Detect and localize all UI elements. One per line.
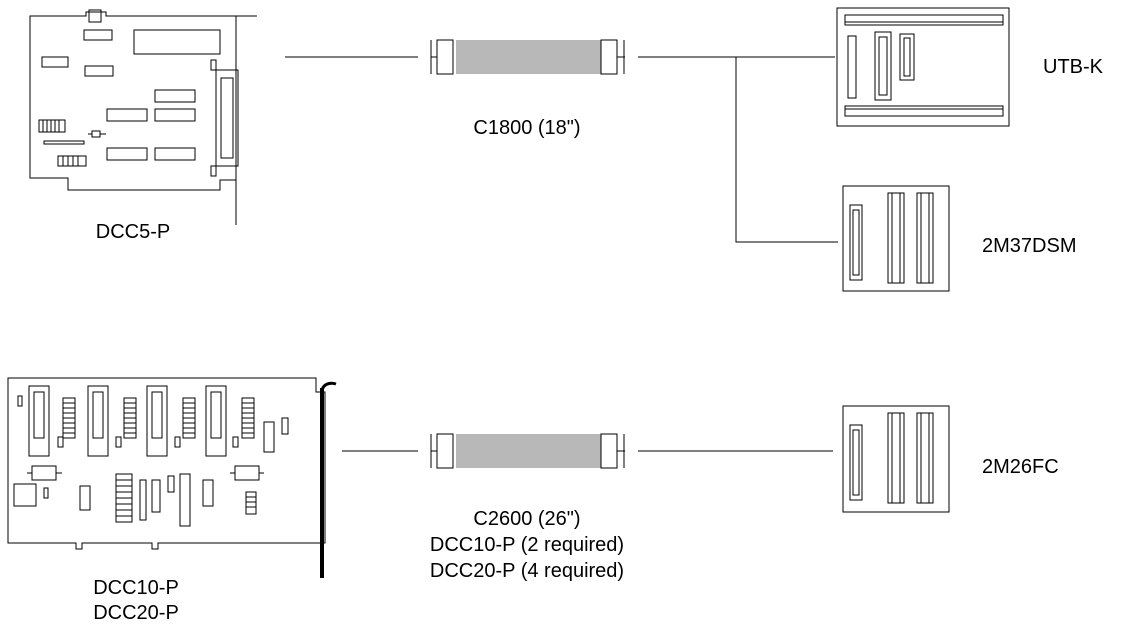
dcc20-p-label: DCC20-P [93, 602, 179, 624]
dcc5-p-label: DCC5-P [96, 221, 170, 243]
2m26fc-label: 2M26FC [982, 456, 1059, 478]
c2600-dcc10-note: DCC10-P (2 required) [430, 534, 624, 556]
utb-k-terminal [836, 7, 1010, 127]
c2600-cable [430, 433, 625, 469]
c2600-label: C2600 (26") [473, 508, 580, 530]
c1800-label: C1800 (18") [473, 117, 580, 139]
2m26fc-terminal [842, 405, 950, 513]
dcc10-p-label: DCC10-P [93, 577, 179, 599]
dcc10-p-board [7, 377, 337, 578]
utb-k-label: UTB-K [1043, 56, 1104, 78]
dcc5-p-board [29, 9, 257, 225]
2m37dsm-terminal [842, 185, 950, 292]
2m37dsm-label: 2M37DSM [982, 235, 1076, 257]
c2600-dcc20-note: DCC20-P (4 required) [430, 560, 624, 582]
c1800-cable [430, 39, 625, 75]
wire-cable-to-terminals-top [638, 56, 838, 243]
